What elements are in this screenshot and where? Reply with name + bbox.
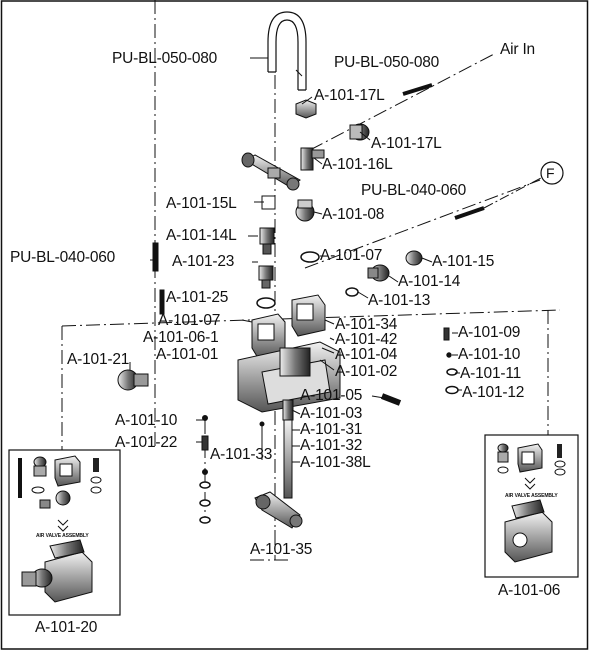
label-a-101-07b: A-101-07 xyxy=(158,312,221,329)
label-a-101-09: A-101-09 xyxy=(458,324,521,341)
label-a-101-11: A-101-11 xyxy=(460,365,522,382)
left-inset-caption: AIR VALVE ASSEMBLY xyxy=(36,533,89,539)
label-a-101-13: A-101-13 xyxy=(368,292,431,309)
label-air-in: Air In xyxy=(500,41,535,58)
leader-lines xyxy=(129,57,462,540)
label-pu-bl-050-080-top: PU-BL-050-080 xyxy=(112,50,218,67)
label-circle-f: F xyxy=(546,165,555,181)
label-pu-bl-040-060-right: PU-BL-040-060 xyxy=(361,182,467,199)
label-a-101-10a: A-101-10 xyxy=(458,346,521,363)
f-tube xyxy=(454,206,485,220)
label-a-101-31: A-101-31 xyxy=(300,421,363,438)
label-a-101-10b: A-101-10 xyxy=(115,412,178,429)
label-a-101-20: A-101-20 xyxy=(35,619,98,636)
air-in-tube xyxy=(402,83,433,96)
label-a-101-06-1: A-101-06-1 xyxy=(143,329,219,346)
label-a-101-15l: A-101-15L xyxy=(166,195,237,212)
valve-parts xyxy=(117,99,459,529)
label-a-101-15: A-101-15 xyxy=(432,253,495,270)
label-a-101-06: A-101-06 xyxy=(498,582,561,599)
label-a-101-08: A-101-08 xyxy=(322,206,385,223)
label-a-101-16l: A-101-16L xyxy=(322,156,393,173)
label-a-101-14: A-101-14 xyxy=(398,273,461,290)
label-a-101-17l-a: A-101-17L xyxy=(314,87,385,104)
left-inset-box xyxy=(8,449,121,616)
label-a-101-12: A-101-12 xyxy=(462,384,525,401)
circle-f-marker xyxy=(540,161,564,185)
u-tube xyxy=(267,11,307,91)
label-a-101-17l-b: A-101-17L xyxy=(371,135,442,152)
label-a-101-33: A-101-33 xyxy=(210,446,273,463)
label-a-101-22: A-101-22 xyxy=(115,434,178,451)
label-a-101-32: A-101-32 xyxy=(300,437,363,454)
label-a-101-38l: A-101-38L xyxy=(300,454,371,471)
right-inset-box xyxy=(484,434,579,578)
label-a-101-07a: A-101-07 xyxy=(320,247,383,264)
right-inset-caption: AIR VALVE ASSEMBLY xyxy=(505,493,558,499)
label-a-101-02: A-101-02 xyxy=(335,363,398,380)
label-a-101-01: A-101-01 xyxy=(156,346,219,363)
label-a-101-03: A-101-03 xyxy=(300,405,363,422)
label-a-101-34: A-101-34 xyxy=(335,316,398,333)
label-a-101-42: A-101-42 xyxy=(335,331,398,348)
label-a-101-21: A-101-21 xyxy=(67,351,130,368)
label-pu-bl-050-080-right: PU-BL-050-080 xyxy=(334,54,440,71)
label-a-101-35: A-101-35 xyxy=(250,541,313,558)
label-a-101-14l: A-101-14L xyxy=(166,227,237,244)
label-a-101-23: A-101-23 xyxy=(172,253,235,270)
f-leader xyxy=(483,177,542,209)
label-pu-bl-040-060-left: PU-BL-040-060 xyxy=(10,249,116,266)
label-a-101-04: A-101-04 xyxy=(335,346,398,363)
label-a-101-25: A-101-25 xyxy=(166,289,229,306)
label-a-101-05: A-101-05 xyxy=(300,387,363,404)
